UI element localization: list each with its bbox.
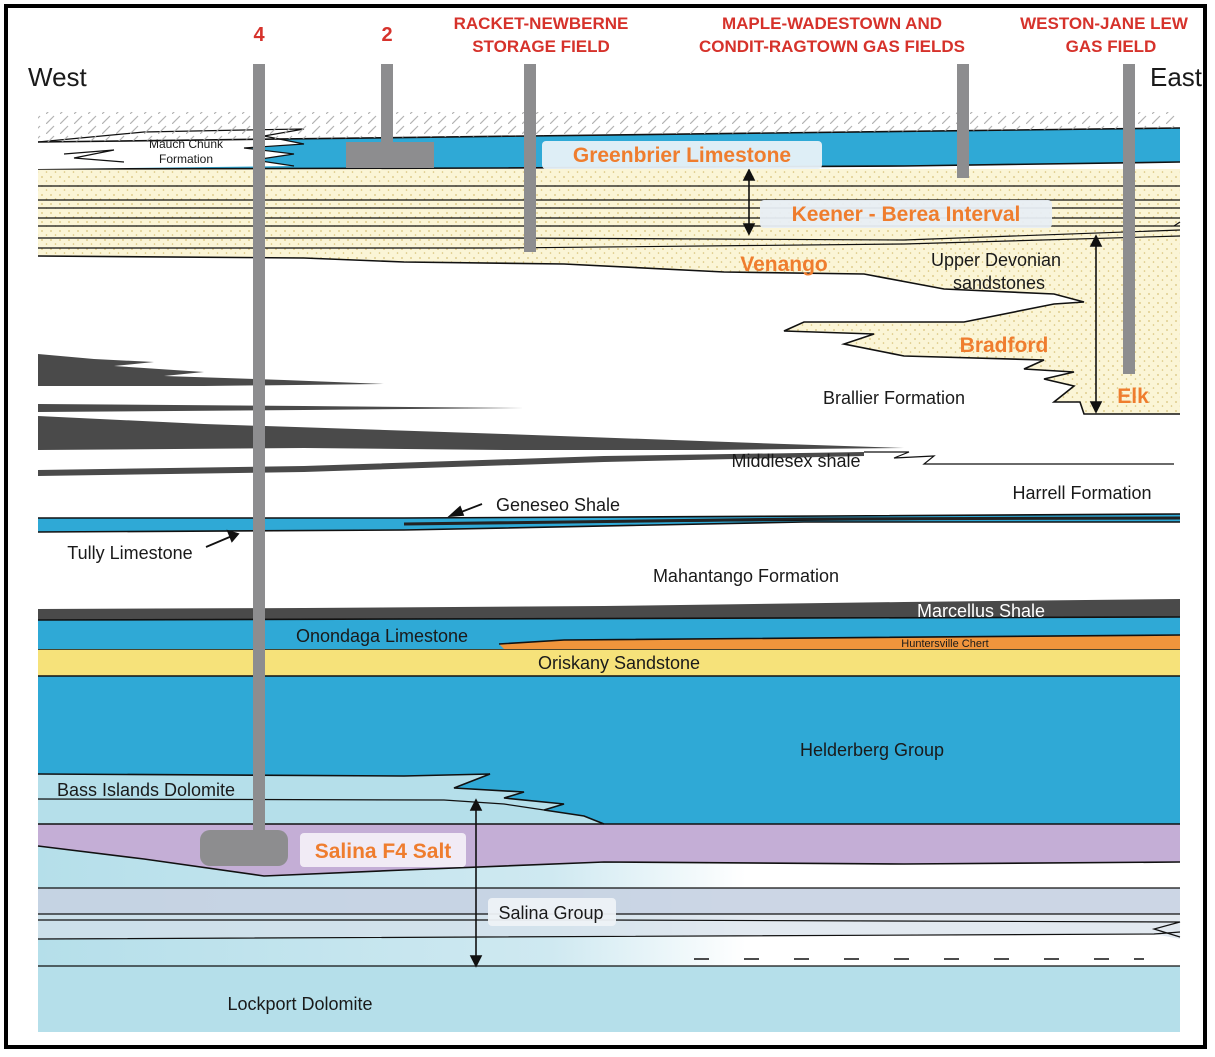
tully-label: Tully Limestone — [67, 543, 192, 563]
keener-label-bg — [760, 200, 1052, 228]
cross-section-diagram: West East 4 2 RACKET-NEWBERNE STORAGE FI… — [28, 14, 1203, 1032]
racket-newberne-label-1: RACKET-NEWBERNE — [454, 14, 629, 33]
east-label: East — [1150, 62, 1203, 92]
mauch-chunk-label-1: Mauch Chunk — [149, 137, 224, 151]
middlesex-label: Middlesex shale — [731, 451, 860, 471]
maple-wadestown-label-1: MAPLE-WADESTOWN AND — [722, 14, 942, 33]
greenbrier-label: Greenbrier Limestone — [573, 144, 791, 167]
maple-wadestown-label-2: CONDIT-RAGTOWN GAS FIELDS — [699, 37, 965, 56]
geneseo-label: Geneseo Shale — [496, 495, 620, 515]
oriskany-label: Oriskany Sandstone — [538, 653, 700, 673]
marcellus-label: Marcellus Shale — [917, 601, 1045, 621]
salina-group-thickness-arrow — [469, 798, 483, 968]
weston-jane-lew-borehole — [1123, 64, 1135, 374]
well-4-salt-cavern — [200, 830, 288, 866]
cross-section-figure: West East 4 2 RACKET-NEWBERNE STORAGE FI… — [4, 4, 1207, 1049]
mauch-chunk-label-2: Formation — [159, 152, 213, 166]
well-2-borehole — [381, 64, 393, 144]
huntersville-label: Huntersville Chert — [901, 638, 988, 650]
tully-pointer-arrow — [205, 529, 240, 548]
shale-wedge-2 — [38, 404, 524, 412]
harrell-label: Harrell Formation — [1012, 483, 1151, 503]
weston-jane-lew-label-1: WESTON-JANE LEW — [1020, 14, 1189, 33]
geneseo-pointer-arrow — [447, 503, 483, 518]
racket-newberne-borehole — [524, 64, 536, 252]
shale-wedge-1 — [38, 416, 904, 450]
maple-wadestown-borehole — [957, 64, 969, 178]
upper-devonian-sandstones-unit — [38, 169, 1180, 414]
salina-f4-label-bg — [300, 833, 466, 867]
bass-islands-dolomite-unit — [38, 774, 604, 824]
upper-devonian-thickness-arrow — [1089, 234, 1103, 414]
middlesex-shale-unit — [38, 452, 864, 476]
helderberg-label: Helderberg Group — [800, 740, 944, 760]
shale-wedge-3 — [38, 354, 384, 386]
huntersville-chert-unit — [499, 635, 1180, 649]
surface-hatch — [38, 112, 1180, 142]
bass-islands-label: Bass Islands Dolomite — [57, 780, 235, 800]
onondaga-label: Onondaga Limestone — [296, 626, 468, 646]
keener-berea-thickness-arrow — [742, 168, 756, 236]
oriskany-sandstone-unit — [38, 649, 1180, 676]
upper-devonian-label-1: Upper Devonian — [931, 250, 1061, 270]
elk-label: Elk — [1117, 385, 1149, 408]
lockport-label: Lockport Dolomite — [227, 994, 372, 1014]
bradford-label: Bradford — [960, 334, 1049, 357]
keener-berea-label: Keener - Berea Interval — [792, 203, 1021, 226]
marcellus-shale-unit — [38, 599, 1180, 620]
west-label: West — [28, 62, 88, 92]
salina-group-label-bg — [488, 898, 616, 926]
weston-jane-lew-label-2: GAS FIELD — [1066, 37, 1157, 56]
upper-devonian-label-2: sandstones — [953, 273, 1045, 293]
well-4-borehole — [253, 64, 265, 834]
well-2-storage — [346, 142, 434, 168]
racket-newberne-label-2: STORAGE FIELD — [472, 37, 610, 56]
salina-group-label: Salina Group — [498, 903, 603, 923]
greenbrier-label-bg — [542, 141, 822, 169]
well-4-label: 4 — [253, 24, 265, 46]
salina-f4-label: Salina F4 Salt — [315, 840, 452, 863]
brallier-label: Brallier Formation — [823, 388, 965, 408]
lockport-dolomite-unit — [38, 964, 1180, 1032]
venango-label: Venango — [740, 253, 828, 276]
well-2-label: 2 — [381, 24, 392, 46]
mahantango-label: Mahantango Formation — [653, 566, 839, 586]
